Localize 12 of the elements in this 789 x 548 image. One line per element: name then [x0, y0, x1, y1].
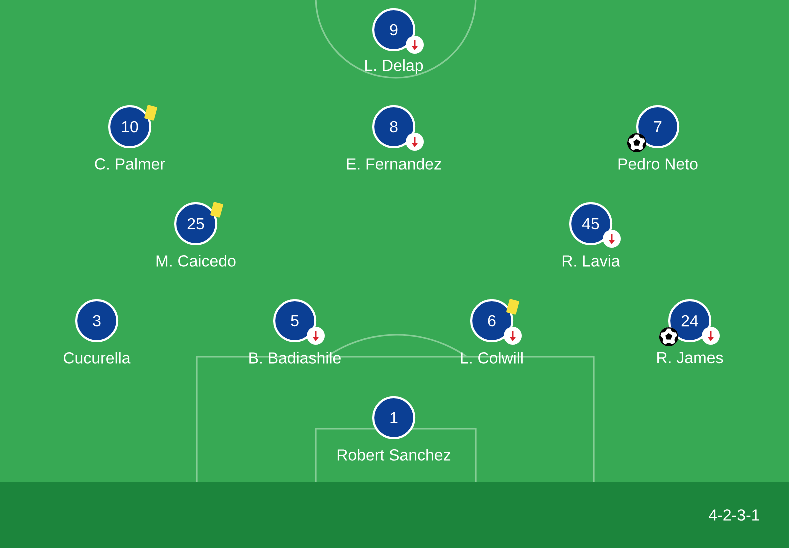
- player-name: B. Badiashile: [250, 352, 341, 364]
- player-name: Cucurella: [64, 352, 131, 364]
- player-name: Robert Sanchez: [338, 449, 451, 461]
- player-name: R. Lavia: [562, 255, 620, 267]
- player-name: Pedro Neto: [618, 158, 698, 170]
- player-name: E. Fernandez: [347, 158, 442, 170]
- player-name: L. Delap: [366, 60, 424, 74]
- player-name: R. James: [658, 352, 724, 364]
- player-name: M. Caicedo: [156, 255, 236, 267]
- footer-bar: 4-2-3-1: [0, 482, 789, 548]
- player-name: C. Palmer: [95, 158, 166, 170]
- player-name: L. Colwill: [461, 352, 523, 364]
